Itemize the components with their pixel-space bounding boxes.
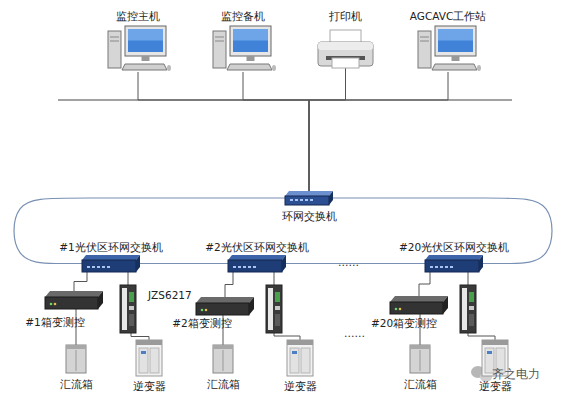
device-label: #1光伏区环网交换机 [59, 241, 162, 253]
network-link [309, 72, 448, 191]
device-label: #20箱变测控 [371, 317, 437, 329]
network-link [131, 333, 149, 340]
device-label: 逆变器 [284, 380, 317, 392]
box-controller: #1箱变测控 [45, 291, 103, 309]
device-icon [108, 25, 168, 72]
area-switch: #1光伏区环网交换机 [82, 255, 140, 272]
device-label: JZS6217 [148, 289, 192, 301]
device-icon [136, 340, 162, 376]
network-link [225, 272, 233, 297]
device-label: 监控备机 [221, 10, 265, 22]
device-icon [228, 255, 286, 272]
device-icon [66, 345, 86, 373]
device-label: #1箱变测控 [25, 316, 84, 328]
device-icon [410, 345, 430, 373]
ring-link [333, 198, 552, 264]
combiner-box: 汇流箱 [410, 345, 430, 373]
device-icon [196, 297, 254, 315]
device-icon [82, 255, 140, 272]
device-icon [120, 285, 136, 333]
device-label: #20光伏区环网交换机 [399, 241, 509, 253]
combiner-box: 汇流箱 [213, 345, 233, 373]
ring-link [140, 263, 228, 264]
device-label: 逆变器 [479, 380, 512, 392]
ring-link [14, 198, 285, 264]
box-controller: #20箱变测控 [390, 296, 448, 314]
device-label: 汇流箱 [207, 378, 240, 390]
computer-node: 监控主机 [108, 25, 168, 72]
network-link [243, 72, 309, 191]
device-icon [213, 345, 233, 373]
network-link [128, 272, 129, 285]
device-icon [318, 30, 373, 68]
device-icon [45, 291, 103, 309]
device-label: #2光伏区环网交换机 [205, 241, 308, 253]
ellipsis-mark: ...... [344, 328, 365, 340]
combiner-box: 汇流箱 [66, 345, 86, 373]
device-icon [213, 25, 273, 72]
device-label: AGCAVC工作站 [410, 10, 487, 22]
ellipsis-mark: ...... [338, 257, 359, 269]
device-label: 监控主机 [116, 10, 160, 22]
network-link [138, 72, 309, 191]
ring-switch: 环网交换机 [285, 191, 333, 205]
box-controller: #2箱变测控 [196, 297, 254, 315]
device-icon [390, 296, 448, 314]
network-link [309, 68, 346, 191]
network-link [419, 272, 430, 296]
device-icon [418, 25, 478, 72]
device-icon [425, 255, 483, 272]
measure-cabinet [266, 272, 300, 340]
device-label: 逆变器 [133, 380, 166, 392]
device-icon [287, 340, 313, 376]
inverter-cabinet: 逆变器 [287, 340, 313, 376]
measure-cabinet [460, 272, 495, 340]
device-label: 打印机 [329, 10, 362, 22]
device-label: 环网交换机 [282, 210, 337, 222]
device-label: 汇流箱 [60, 378, 93, 390]
device-label: 汇流箱 [404, 378, 437, 390]
area-switch: #20光伏区环网交换机 [425, 255, 483, 272]
network-link [74, 272, 87, 291]
device-label: #2箱变测控 [172, 317, 231, 329]
measure-cabinet: JZS6217 [120, 285, 136, 333]
printer-node: 打印机 [318, 30, 373, 68]
computer-node: AGCAVC工作站 [418, 25, 478, 72]
inverter-cabinet: 逆变器 [136, 340, 162, 376]
computer-node: 监控备机 [213, 25, 273, 72]
device-icon [285, 191, 333, 205]
watermark-text: 齐之电力 [492, 368, 540, 380]
area-switch: #2光伏区环网交换机 [228, 255, 286, 272]
